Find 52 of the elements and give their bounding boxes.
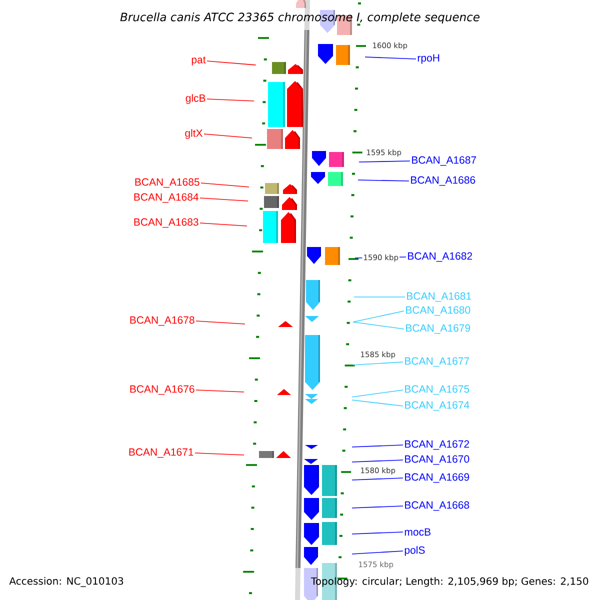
leader-line xyxy=(358,160,410,162)
gene-label: BCAN_A1678 xyxy=(130,316,194,326)
gene-label: BCAN_A1669 xyxy=(405,473,470,483)
gene-label: BCAN_A1674 xyxy=(405,401,470,411)
leader-line xyxy=(352,310,404,322)
leader-line xyxy=(352,322,404,330)
gene-label: BCAN_A1686 xyxy=(411,176,476,186)
leader-line xyxy=(194,452,244,456)
gene-label: BCAN_A1687 xyxy=(412,156,476,166)
leader-line xyxy=(364,56,416,60)
gene-label: BCAN_A1668 xyxy=(405,501,470,511)
gene-label: mocB xyxy=(404,528,430,536)
gene-label: BCAN_A1680 xyxy=(406,306,470,316)
gene-label: BCAN_A1675 xyxy=(405,385,470,395)
leader-line xyxy=(196,320,246,324)
gene-label: BCAN_A1670 xyxy=(405,455,470,465)
leader-line xyxy=(352,362,404,366)
gene-label: gltX xyxy=(185,129,203,139)
gene-label: BCAN_A1682 xyxy=(408,252,472,262)
leader-line xyxy=(352,390,404,398)
gene-label: BCAN_A1676 xyxy=(130,385,194,395)
gene-label: BCAN_A1679 xyxy=(406,324,470,334)
leader-line xyxy=(200,182,250,188)
gene-label: pat xyxy=(192,56,206,66)
gene-label: BCAN_A1671 xyxy=(129,448,194,458)
accession-label: Accession: NC_010103 xyxy=(9,577,124,587)
leader-line xyxy=(352,550,404,554)
leader-line xyxy=(358,180,410,182)
gene-label: BCAN_A1672 xyxy=(405,440,470,450)
leader-line xyxy=(200,222,248,226)
leader-line xyxy=(352,400,404,406)
gene-label: BCAN_A1683 xyxy=(134,218,198,228)
leader-line xyxy=(196,390,244,392)
gene-label: glcB xyxy=(186,94,206,104)
leader-line xyxy=(206,60,256,66)
leader-line xyxy=(200,198,248,202)
sequence-info: Topology: circular; Length: 2,105,969 bp; Genes: 2,150 xyxy=(310,577,588,587)
leader-line xyxy=(352,460,404,462)
leader-line xyxy=(206,98,254,102)
gene-label: rpoH xyxy=(418,54,440,64)
gene-label: BCAN_A1685 xyxy=(135,178,200,188)
gene-label: BCAN_A1681 xyxy=(407,292,472,302)
leader-line xyxy=(352,506,404,508)
gene-label: BCAN_A1677 xyxy=(405,357,470,367)
title: Brucella canis ATCC 23365 chromosome I, complete sequence xyxy=(120,12,480,24)
leader-line xyxy=(352,478,404,480)
leader-line xyxy=(204,134,252,138)
leader-line xyxy=(352,532,404,534)
leader-line xyxy=(354,296,406,298)
gene-label: polS xyxy=(404,546,425,556)
gene-label: BCAN_A1684 xyxy=(134,193,198,203)
leader-line xyxy=(352,444,404,448)
